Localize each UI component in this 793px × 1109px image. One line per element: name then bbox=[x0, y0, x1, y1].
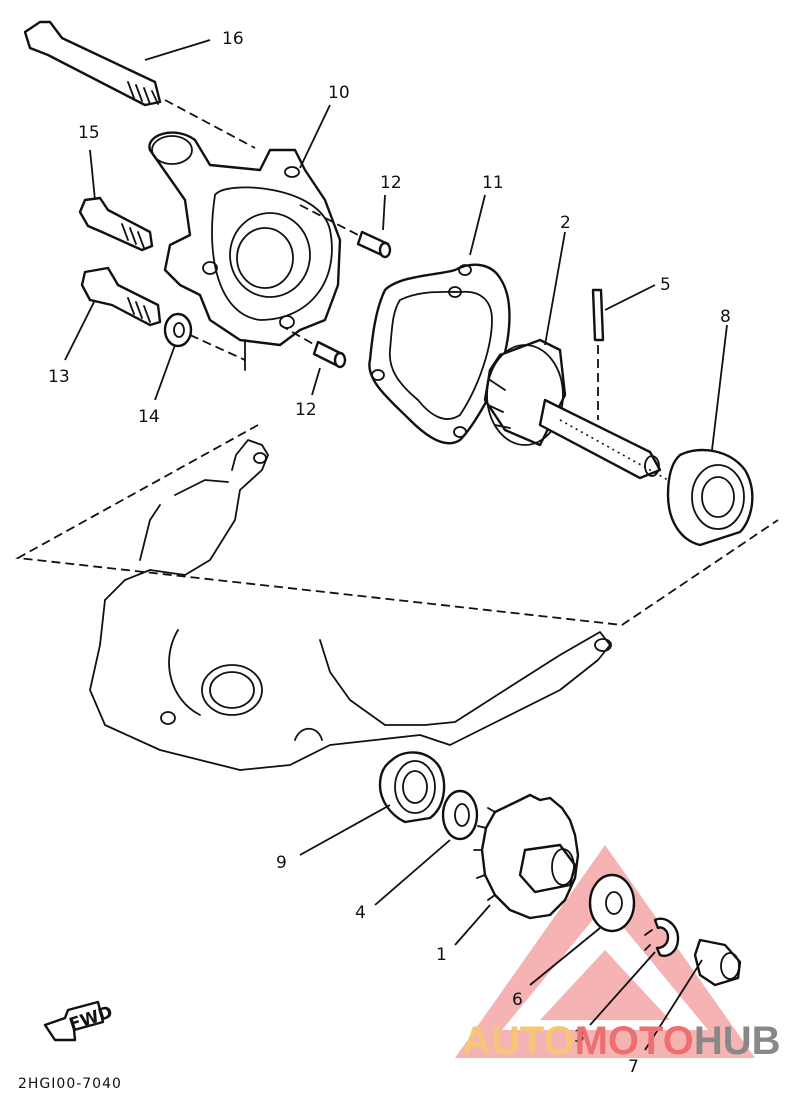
watermark-moto: MOTO bbox=[575, 1019, 694, 1063]
crankcase-body bbox=[89, 439, 612, 771]
callout-2: 2 bbox=[560, 213, 571, 233]
callout-12-lower: 12 bbox=[295, 400, 317, 420]
watermark-triangle bbox=[455, 845, 755, 1058]
dowel-pin-12-upper bbox=[299, 204, 392, 259]
callout-11: 11 bbox=[482, 173, 504, 193]
washer-14 bbox=[163, 312, 246, 361]
callout-5: 5 bbox=[660, 275, 671, 295]
callout-4: 4 bbox=[355, 903, 366, 923]
callout-10: 10 bbox=[328, 83, 350, 103]
fwd-arrow-icon: FWD bbox=[43, 1000, 115, 1042]
callout-1: 1 bbox=[436, 945, 447, 965]
bearing-8 bbox=[666, 448, 754, 547]
watermark-auto: AUTO bbox=[462, 1019, 575, 1063]
callout-12-upper: 12 bbox=[380, 173, 402, 193]
dowel-pin-12-lower bbox=[279, 324, 347, 369]
leader-lines bbox=[64, 39, 728, 1051]
callout-14: 14 bbox=[138, 407, 160, 427]
callout-6: 6 bbox=[512, 990, 523, 1010]
pump-cover-10 bbox=[148, 131, 342, 371]
bolt-13 bbox=[80, 266, 162, 327]
washer-6 bbox=[588, 873, 636, 933]
impeller-2 bbox=[483, 338, 741, 521]
callout-15: 15 bbox=[78, 123, 100, 143]
callout-8: 8 bbox=[720, 307, 731, 327]
pin-5 bbox=[591, 288, 605, 420]
bearing-9 bbox=[378, 751, 446, 824]
bolt-15 bbox=[78, 196, 154, 252]
callout-13: 13 bbox=[48, 367, 70, 387]
crankcase-plane-outline bbox=[15, 424, 779, 626]
callout-7: 7 bbox=[628, 1057, 639, 1077]
callout-3: 3 bbox=[574, 1027, 585, 1047]
callout-16: 16 bbox=[222, 29, 244, 49]
watermark-text: AUTOMOTOHUB bbox=[462, 1019, 781, 1063]
bolt-long-16 bbox=[23, 20, 256, 149]
callout-9: 9 bbox=[276, 853, 287, 873]
diagram-code: 2HGI00-7040 bbox=[18, 1076, 122, 1092]
watermark-hub: HUB bbox=[694, 1019, 781, 1063]
drive-gear-1 bbox=[473, 793, 580, 920]
circlip-3 bbox=[644, 917, 680, 957]
collar-7 bbox=[693, 938, 742, 987]
gasket-11 bbox=[368, 263, 511, 445]
washer-4 bbox=[441, 789, 479, 841]
